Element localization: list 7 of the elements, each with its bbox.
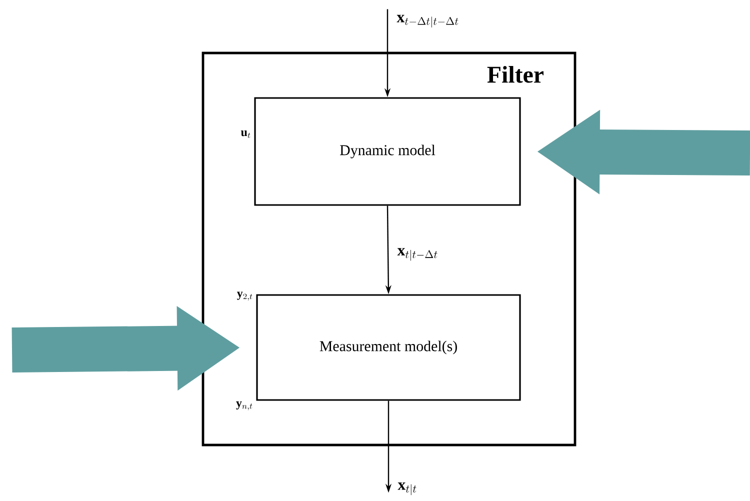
- edge-label: $\mathbf{x}_{t-\Delta t|t-\Delta t}$: [396, 14, 460, 28]
- model-box: Dynamic model: [254, 97, 521, 206]
- edge-label: $\mathbf{x}_{t|t}$: [396, 481, 418, 496]
- signal-label: $\mathbf{y}_{n,t}$: [236, 401, 252, 410]
- edge-label: $\mathbf{x}_{t|t-\Delta t}$: [396, 247, 440, 262]
- signal-label: $\mathbf{y}_{2,t}$: [237, 292, 252, 301]
- model-box: Measurement model(s): [256, 294, 521, 401]
